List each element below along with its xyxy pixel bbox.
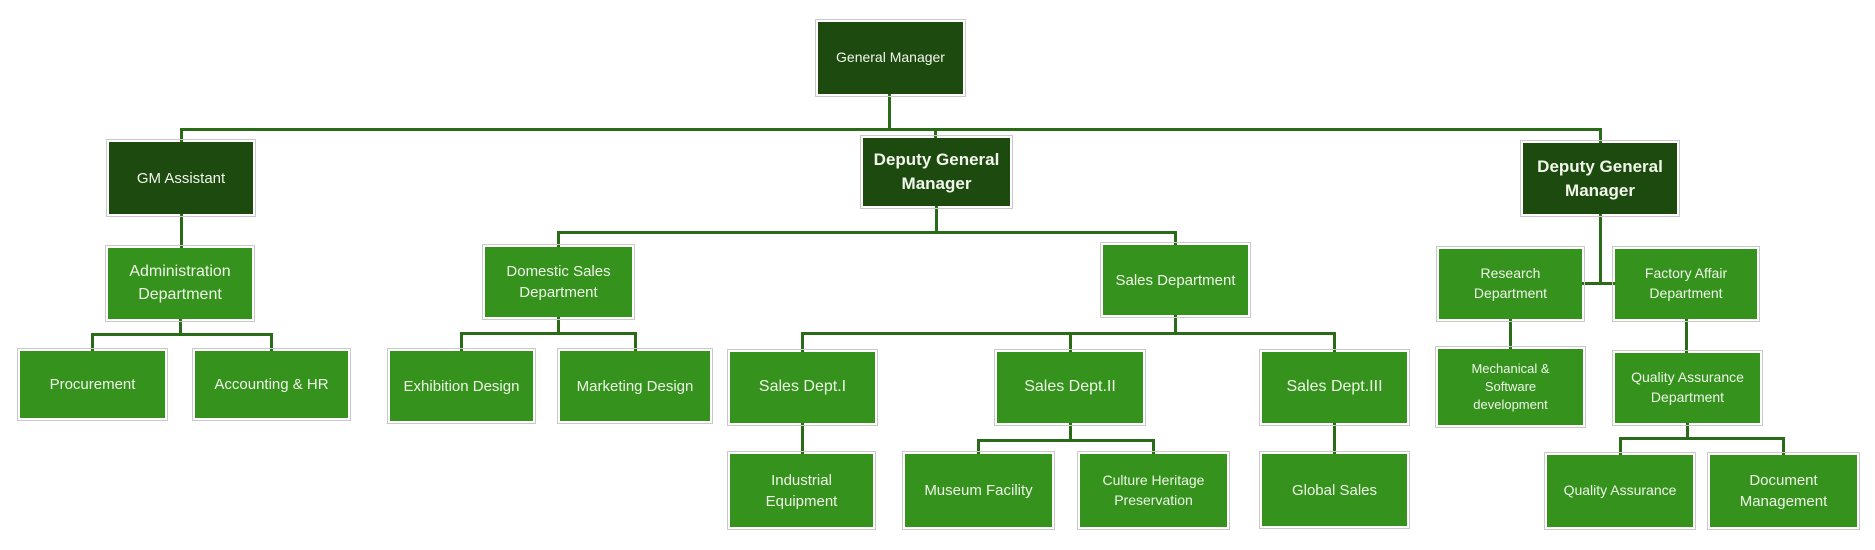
connector (1582, 282, 1616, 285)
node-deputy-general-manager-2[interactable]: Deputy General Manager (1520, 140, 1680, 217)
node-procurement[interactable]: Procurement (17, 348, 168, 421)
node-gm-assistant[interactable]: GM Assistant (106, 139, 256, 217)
connector (1333, 423, 1336, 455)
connector (1782, 437, 1785, 456)
node-industrial-equipment[interactable]: Industrial Equipment (727, 451, 876, 530)
connector (1069, 332, 1072, 353)
node-general-manager[interactable]: General Manager (815, 19, 966, 97)
node-research-department[interactable]: Research Department (1436, 246, 1585, 322)
node-sales-dept-1[interactable]: Sales Dept.I (727, 349, 878, 426)
connector (977, 439, 980, 455)
connector (888, 94, 891, 131)
node-quality-assurance-department[interactable]: Quality Assurance Department (1612, 350, 1763, 426)
node-exhibition-design[interactable]: Exhibition Design (387, 348, 536, 424)
connector (1152, 439, 1155, 455)
connector (801, 332, 804, 353)
connector (460, 332, 637, 335)
connector (557, 231, 1177, 234)
connector (179, 319, 182, 336)
connector (1174, 231, 1177, 246)
node-deputy-general-manager-1[interactable]: Deputy General Manager (860, 135, 1013, 209)
connector (801, 423, 804, 455)
node-domestic-sales-department[interactable]: Domestic Sales Department (482, 244, 635, 320)
node-culture-heritage-preservation[interactable]: Culture Heritage Preservation (1077, 451, 1230, 530)
node-sales-dept-3[interactable]: Sales Dept.III (1259, 349, 1410, 426)
node-global-sales[interactable]: Global Sales (1259, 451, 1410, 529)
node-sales-dept-2[interactable]: Sales Dept.II (994, 349, 1146, 426)
connector (935, 206, 938, 234)
connector (1686, 423, 1689, 440)
connector (460, 332, 463, 352)
connector (634, 332, 637, 352)
connector (180, 128, 1601, 131)
connector (1599, 128, 1602, 145)
connector (1619, 437, 1622, 456)
connector (91, 333, 94, 352)
connector (270, 333, 273, 352)
connector (1069, 423, 1072, 442)
node-administration-department[interactable]: Administration Department (105, 245, 255, 322)
connector (1333, 332, 1336, 353)
node-accounting-hr[interactable]: Accounting & HR (192, 348, 351, 421)
node-factory-affair-department[interactable]: Factory Affair Department (1612, 246, 1760, 322)
connector (1685, 319, 1688, 354)
connector (801, 332, 1336, 335)
connector (1599, 214, 1602, 285)
connector (557, 317, 560, 335)
connector (934, 128, 937, 140)
connector (557, 231, 560, 248)
node-museum-facility[interactable]: Museum Facility (902, 451, 1055, 530)
connector (180, 214, 183, 248)
node-mechanical-software-development[interactable]: Mechanical & Software development (1435, 346, 1586, 428)
node-quality-assurance[interactable]: Quality Assurance (1544, 452, 1696, 530)
connector (977, 439, 1155, 442)
node-marketing-design[interactable]: Marketing Design (557, 348, 713, 424)
connector (91, 333, 272, 336)
connector (1619, 437, 1785, 440)
node-sales-department[interactable]: Sales Department (1100, 242, 1251, 318)
connector (1509, 319, 1512, 350)
connector (1174, 315, 1177, 335)
node-document-management[interactable]: Document Management (1707, 452, 1860, 530)
connector (180, 128, 183, 144)
